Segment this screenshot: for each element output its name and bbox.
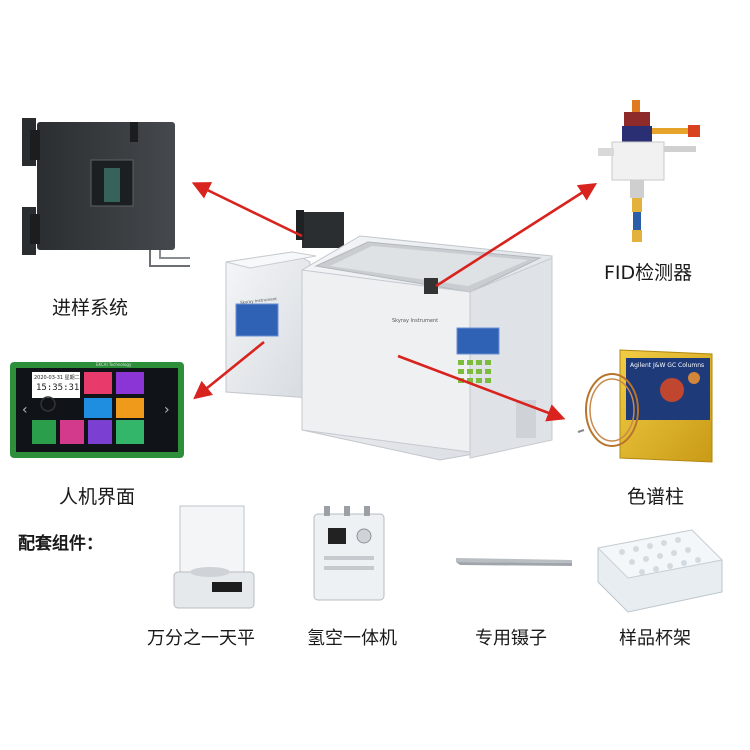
arrow-to-column: [397, 354, 566, 422]
accessories-title: 配套组件：: [18, 534, 103, 554]
label-fid-detector: FID检测器: [604, 262, 693, 284]
label-column: 色谱柱: [627, 486, 685, 508]
label-sampling-system: 进样系统: [52, 297, 129, 319]
hmi-time: 15:35:31: [36, 383, 80, 393]
hmi-brand: EKCAI Technology: [96, 362, 132, 367]
svg-text:‹: ‹: [22, 402, 28, 418]
hmi-date: 2020-03-31 星期二: [34, 375, 80, 381]
arrow-to-hmi: [193, 340, 265, 400]
arrow-to-fid: [435, 183, 598, 288]
label-balance: 万分之一天平: [147, 628, 255, 649]
sample-rack-image: [596, 529, 724, 613]
column-box-title: Agilent J&W GC Columns: [630, 362, 705, 369]
hmi-screen-image: ‹ ›: [10, 362, 184, 458]
arrow-to-sampling: [191, 182, 303, 238]
label-hydrogen-air: 氢空一体机: [307, 628, 397, 649]
label-tweezers: 专用镊子: [475, 628, 547, 649]
gc-column-image: [577, 349, 713, 463]
label-hmi: 人机界面: [59, 486, 136, 508]
tweezers-image: [456, 558, 572, 566]
hydrogen-air-generator-image: [313, 506, 385, 601]
fid-detector-image: [598, 100, 700, 242]
gc-instrument-image: [225, 210, 553, 461]
label-sample-rack: 样品杯架: [619, 628, 691, 649]
svg-text:›: ›: [164, 402, 170, 418]
instrument-brand-main: Skyray Instrument: [392, 318, 439, 324]
callout-arrows: [191, 182, 598, 422]
sampling-system-image: [22, 118, 190, 267]
balance-image: [173, 505, 255, 609]
